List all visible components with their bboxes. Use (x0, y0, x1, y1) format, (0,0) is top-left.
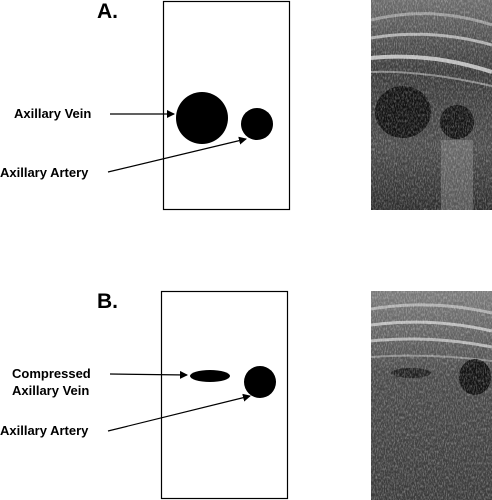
panel-a-frame (162, 0, 291, 211)
panel-b-axillary-artery-shape (244, 366, 276, 398)
panel-a-artery-label: Axillary Artery (0, 165, 89, 180)
panel-b-vein-label-line1: Compressed (12, 366, 91, 381)
panel-a-vein-label: Axillary Vein (14, 106, 92, 121)
panel-b-vein-label-line2: Axillary Vein (12, 383, 90, 398)
panel-b-letter: B. (97, 290, 118, 313)
panel-a-axillary-vein-shape (176, 92, 228, 144)
panel-b-frame (160, 290, 289, 500)
panel-a-axillary-artery-shape (241, 108, 273, 140)
panel-b-artery-label: Axillary Artery (0, 423, 89, 438)
panel-a-letter: A. (97, 0, 118, 23)
panel-b-compressed-vein-shape (190, 370, 230, 382)
panel-a-artery-arrow (107, 136, 247, 173)
panel-b-vein-arrow (109, 370, 188, 379)
ultrasound-image-b (371, 291, 492, 500)
ultrasound-image-a (371, 0, 492, 210)
panel-b-artery-arrow (107, 393, 251, 432)
